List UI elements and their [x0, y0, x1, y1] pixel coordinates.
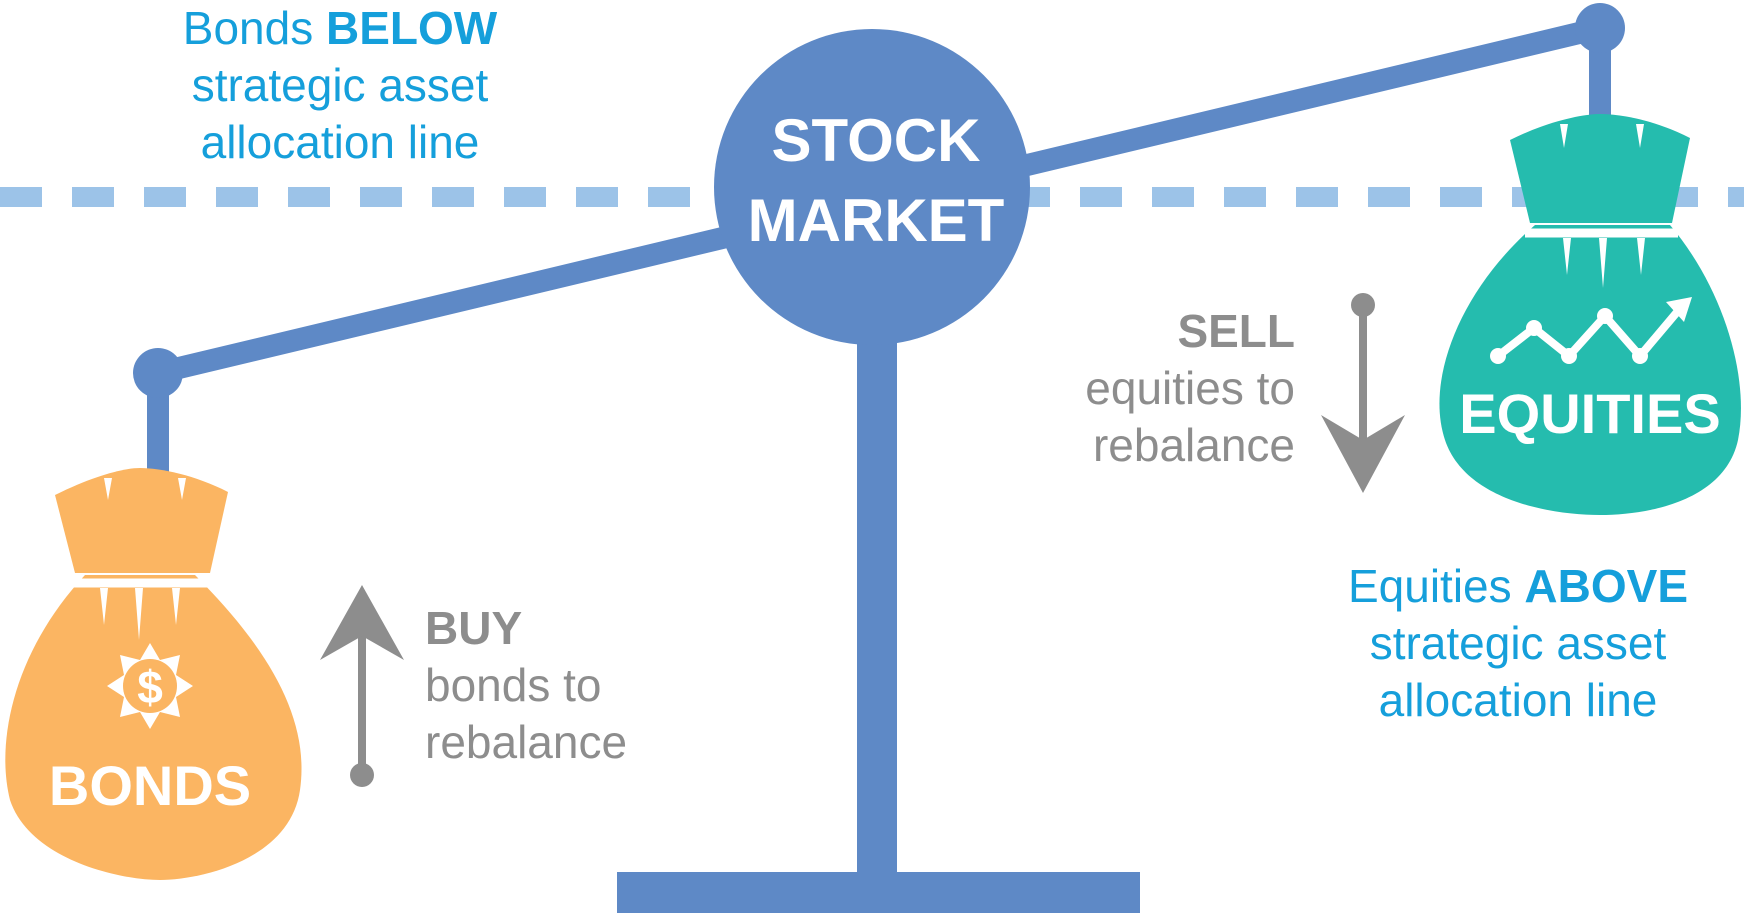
sell-action: SELL — [1177, 305, 1295, 357]
bonds-below-caption: Bonds BELOW strategic asset allocation l… — [150, 0, 530, 171]
equities-bag-folds — [1560, 124, 1645, 288]
equities-caption-line3: allocation line — [1378, 674, 1658, 726]
buy-note: BUY bonds to rebalance — [425, 600, 725, 771]
equities-bag-neck — [1510, 114, 1690, 223]
arrow-up-icon — [320, 585, 404, 787]
dollar-symbol: $ — [137, 661, 163, 713]
sell-note-line3: rebalance — [1092, 419, 1295, 471]
bonds-caption-line2: strategic asset — [191, 59, 489, 111]
sell-note-line2: equities to — [1085, 362, 1295, 414]
bonds-bag-neck — [55, 468, 228, 573]
pivot-circle — [714, 29, 1030, 345]
equities-bag: EQUITIES — [1439, 114, 1741, 515]
bonds-bag-label: BONDS — [49, 754, 251, 817]
buy-note-line2: bonds to — [425, 659, 602, 711]
pivot-label-line2: MARKET — [748, 187, 1005, 254]
trend-up-icon — [1490, 297, 1692, 364]
bonds-caption-line1: Bonds BELOW — [150, 0, 530, 57]
bonds-caption-emphasis: BELOW — [326, 2, 498, 54]
bonds-bag-body — [5, 575, 302, 880]
arrow-down-icon — [1321, 293, 1405, 493]
buy-action: BUY — [425, 602, 523, 654]
bonds-bag-folds — [100, 478, 186, 640]
equities-above-caption: Equities ABOVE strategic asset allocatio… — [1318, 558, 1718, 729]
buy-note-line3: rebalance — [425, 716, 628, 768]
bonds-bag: $ BONDS — [5, 468, 302, 880]
pivot-label-line1: STOCK — [772, 107, 981, 174]
bonds-beam-knob — [133, 348, 183, 398]
sell-note: SELL equities to rebalance — [1000, 303, 1295, 474]
equities-beam-knob — [1575, 3, 1625, 53]
scale-post — [857, 320, 897, 880]
dollar-badge-icon: $ — [107, 643, 193, 729]
equities-caption-prefix: Equities — [1347, 560, 1512, 612]
equities-bag-body — [1439, 225, 1741, 515]
equities-caption-line2: strategic asset — [1369, 617, 1667, 669]
equities-caption-line1: Equities ABOVE — [1318, 558, 1718, 615]
bonds-caption-line3: allocation line — [200, 116, 480, 168]
bonds-caption-prefix: Bonds — [182, 2, 314, 54]
equities-bag-label: EQUITIES — [1459, 382, 1720, 445]
equities-caption-emphasis: ABOVE — [1524, 560, 1689, 612]
